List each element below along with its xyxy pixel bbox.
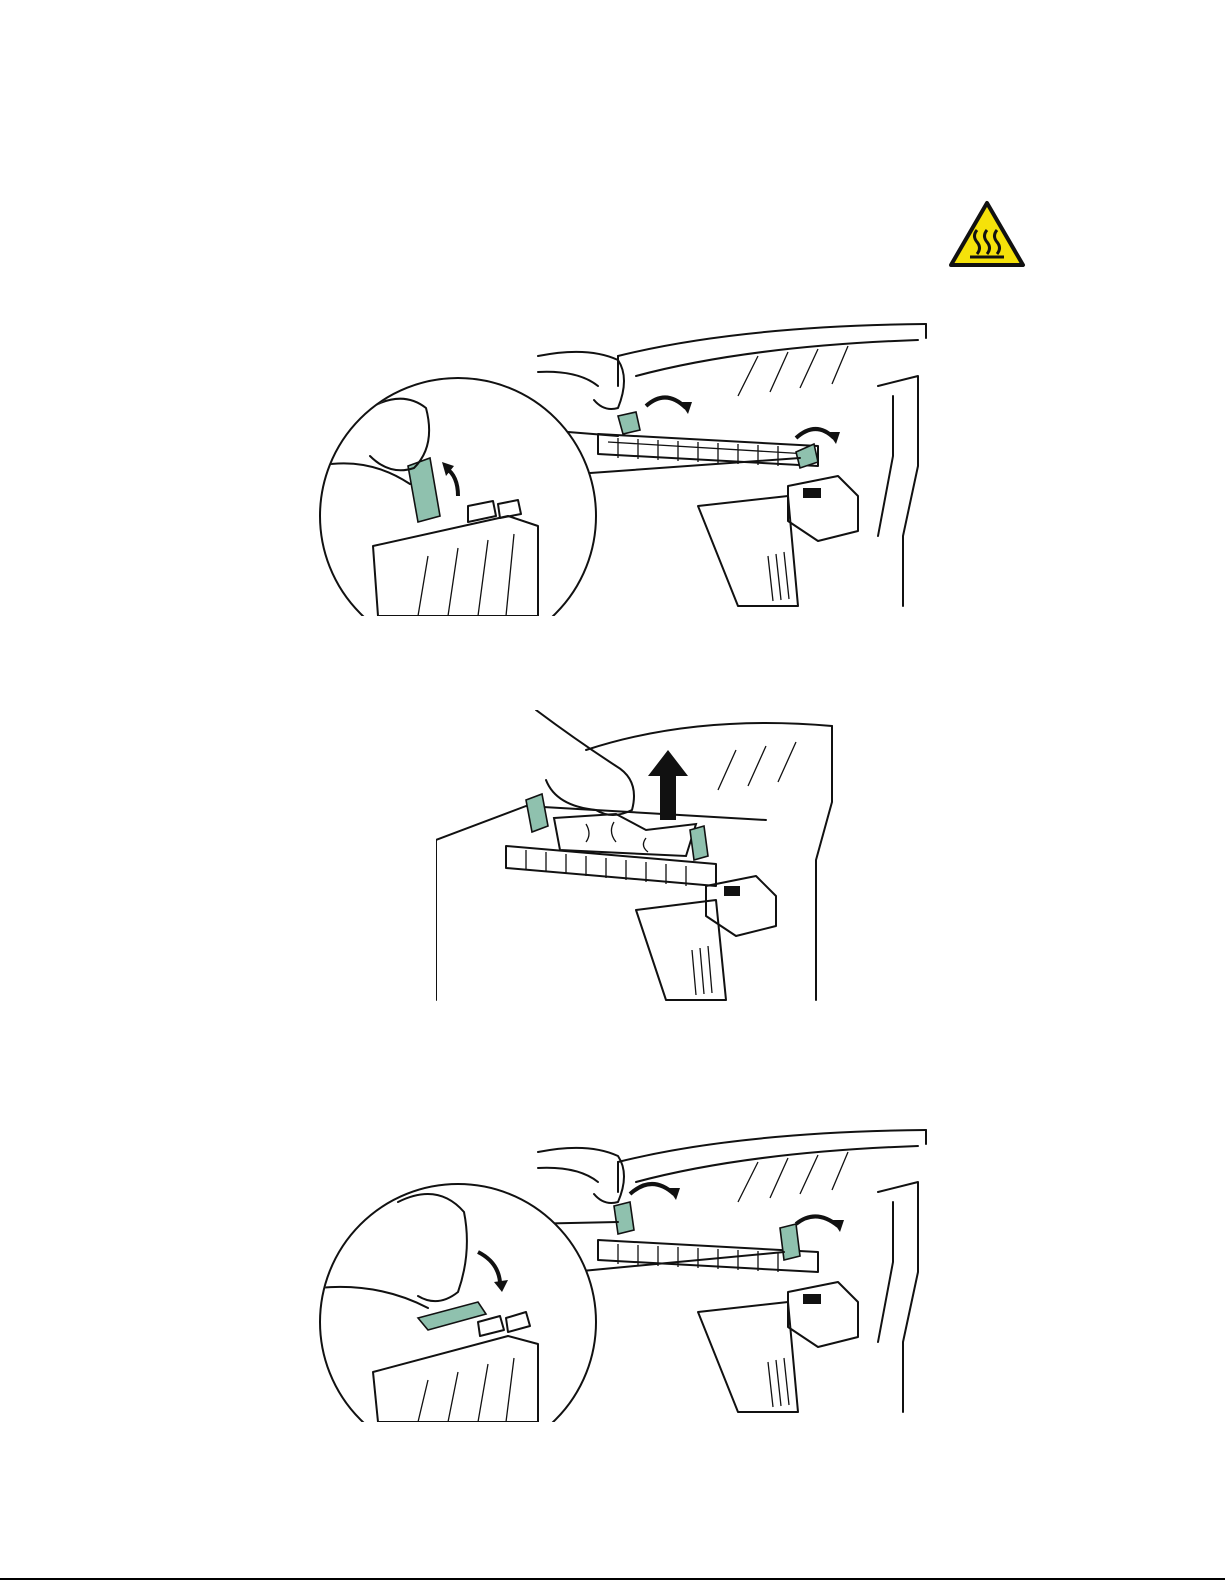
figure-remove-paper xyxy=(436,710,842,1002)
figure-lower-levers xyxy=(318,1122,938,1422)
hot-surface-warning-icon xyxy=(948,200,1026,268)
figure-lift-levers xyxy=(318,316,938,616)
footer-rule xyxy=(0,1578,1225,1580)
